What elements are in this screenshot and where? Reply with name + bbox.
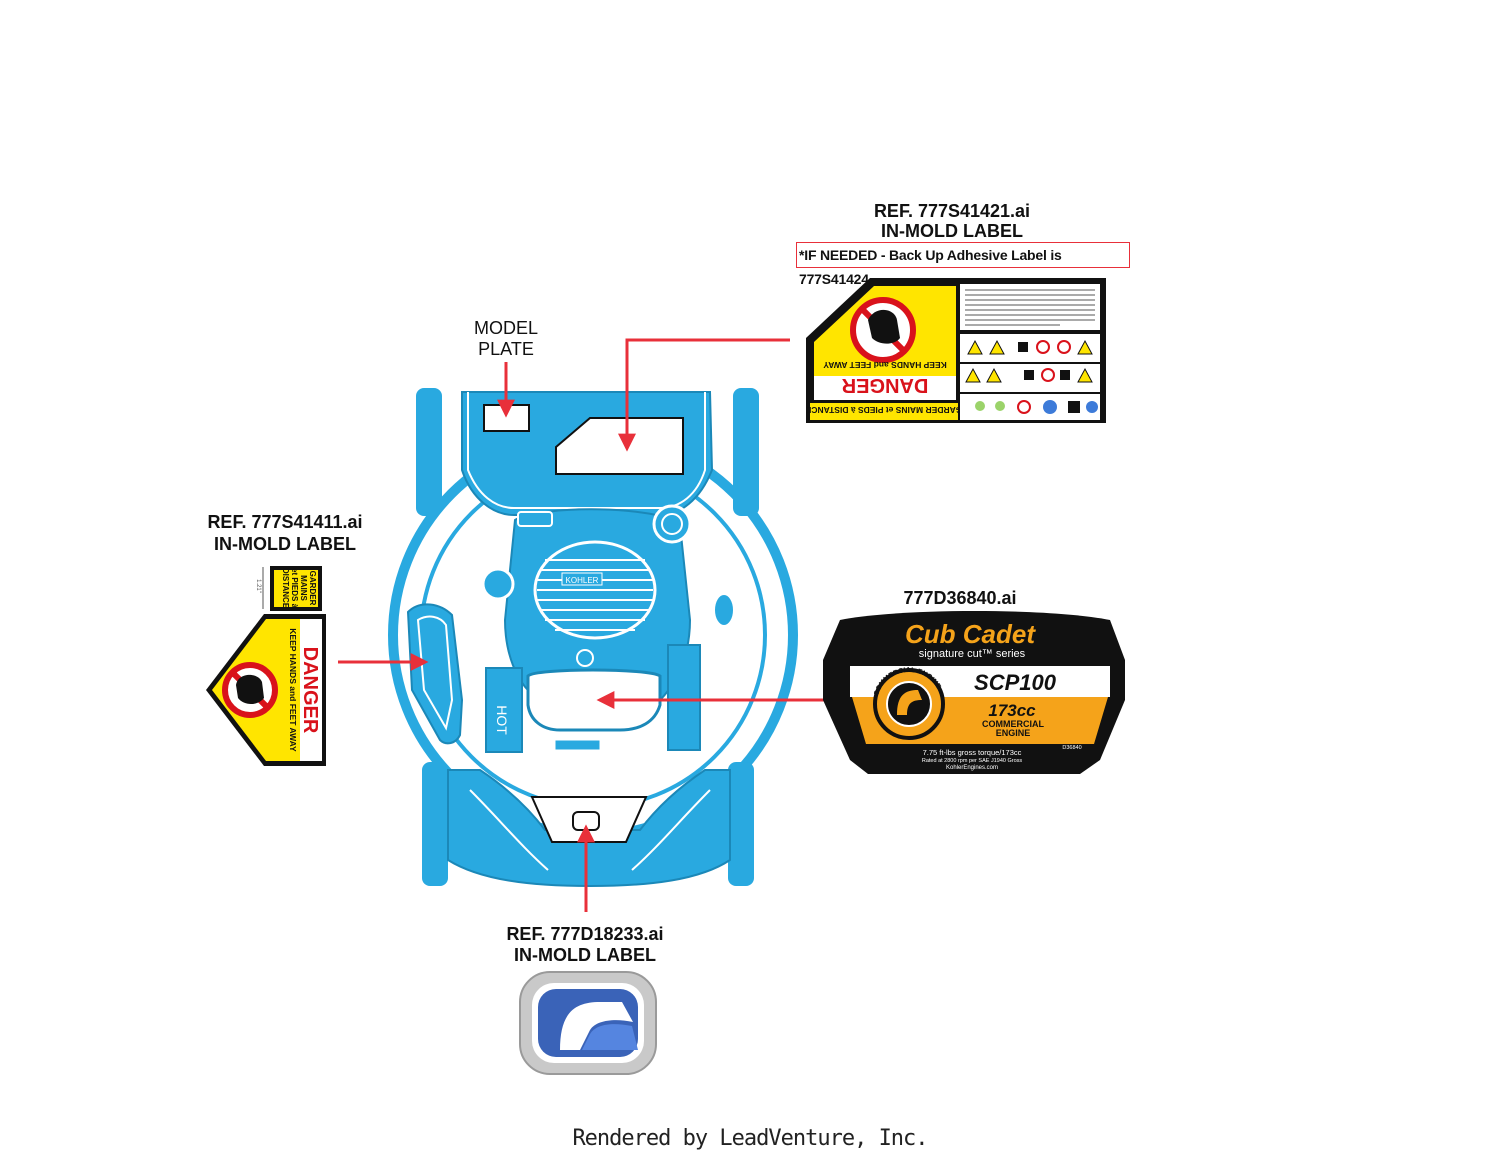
engine-rated: Rated at 2800 rpm per SAE J1940 Gross	[922, 758, 1023, 764]
danger-label-small: GARDER MAINS et PIEDS à DISTANCE 1.21" D…	[206, 566, 326, 766]
engine-engine: ENGINE	[996, 728, 1031, 738]
small-french-line3: et PIEDS à	[290, 568, 299, 609]
oil-cap	[481, 567, 515, 601]
shroud-brand-text: KOHLER	[566, 576, 599, 585]
callout-top-right-ref: REF. 777S41421.ai	[873, 201, 1031, 221]
engine-series: signature cut™ series	[919, 648, 1026, 660]
backup-label-note: *IF NEEDED - Back Up Adhesive Label is 7…	[796, 242, 1130, 287]
model-plate-label-line1: MODEL	[473, 318, 538, 338]
kohler-logo-label	[519, 971, 657, 1075]
front-bumper	[447, 769, 731, 888]
engine-model: SCP100	[974, 670, 1057, 695]
hot-warning-text: HOT	[494, 705, 510, 735]
fuel-cap	[652, 504, 692, 544]
small-label-dim: 1.21"	[255, 579, 261, 593]
engine-site: KohlerEngines.com	[946, 765, 998, 771]
engine-commercial: COMMERCIAL	[982, 719, 1044, 729]
large-keep-text: KEEP HANDS and FEET AWAY	[823, 360, 947, 370]
engine-brand: Cub Cadet	[905, 619, 1036, 649]
footer-credit: Rendered by LeadVenture, Inc.	[572, 1126, 928, 1151]
large-danger-word: DANGER	[841, 374, 928, 396]
small-french-line4: DISTANCE	[281, 568, 290, 609]
callout-left-ref: REF. 777S41411.ai	[207, 512, 363, 532]
large-french-text: GARDER MAINS et PIEDS à DISTANCE	[805, 405, 962, 415]
side-discharge-chute	[406, 603, 464, 745]
mower-top-view: KOHLER HOT	[388, 388, 798, 888]
engine-torque: 7.75 ft-lbs gross torque/173cc	[923, 748, 1022, 757]
front-right-wheel	[728, 762, 754, 886]
model-plate-label-line2: PLATE	[478, 339, 534, 359]
arrow-rear-label	[618, 338, 790, 452]
rear-right-wheel	[733, 388, 759, 516]
callout-top-right-sub: IN-MOLD LABEL	[881, 221, 1023, 241]
front-logo-mark	[572, 811, 600, 831]
callout-arrows	[338, 338, 826, 912]
engine-label-window	[526, 668, 662, 732]
engine-grille: KOHLER	[533, 540, 657, 640]
small-french-line2: MAINS	[299, 575, 308, 601]
engine-label: Cub Cadet signature cut™ series SCP100 C…	[823, 611, 1125, 774]
danger-label-large: DANGER KEEP HANDS and FEET AWAY GARDER M…	[805, 278, 1106, 423]
front-left-wheel	[422, 762, 448, 886]
callout-bottom-sub: IN-MOLD LABEL	[514, 945, 656, 965]
callout-bottom-ref: REF. 777D18233.ai	[506, 924, 664, 944]
small-french-line1: GARDER	[308, 571, 317, 606]
engine-code: D36840	[1062, 745, 1081, 751]
rear-left-wheel	[416, 388, 442, 516]
engine-displacement: 173cc	[988, 701, 1036, 720]
callout-left-sub: IN-MOLD LABEL	[214, 534, 356, 554]
small-danger-word: DANGER	[299, 647, 321, 734]
callout-right-ref: 777D36840.ai	[903, 588, 1017, 608]
small-keep-text: KEEP HANDS and FEET AWAY	[288, 628, 298, 752]
